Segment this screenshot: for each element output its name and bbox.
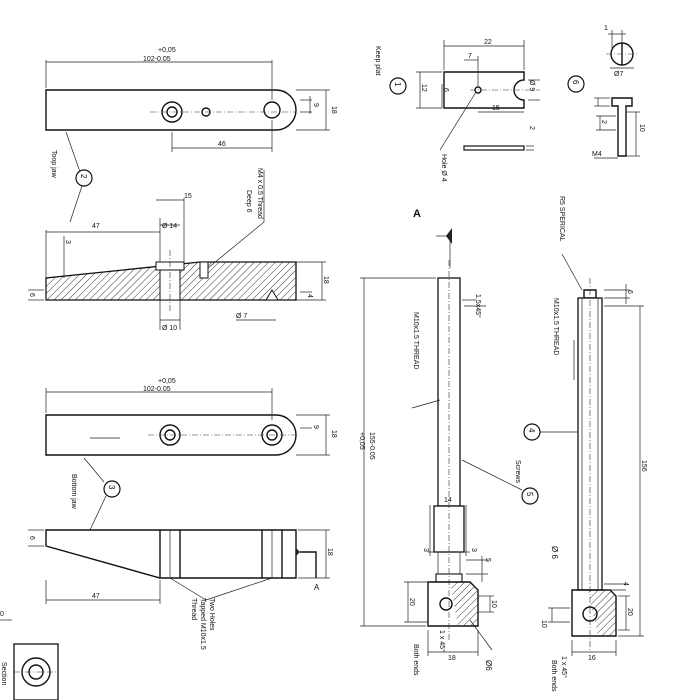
dim-3-screw: 3 xyxy=(422,548,429,552)
top-jaw-label: Toop jaw xyxy=(50,150,57,179)
top-jaw-plan xyxy=(45,60,330,152)
both-ends-a: Both ends xyxy=(412,644,419,676)
dim-10-right: 10 xyxy=(540,620,547,628)
r5-spherical-note: R5 SPERICAL xyxy=(558,196,565,242)
dim-tol-top: +0,05 xyxy=(158,47,176,54)
dim-47-top: 47 xyxy=(92,223,100,230)
corner-zero: 0 xyxy=(0,611,4,618)
two-holes-3: Thread xyxy=(190,598,197,620)
dim-chamfer-1a: 1 x 45° xyxy=(438,630,446,652)
dim-2-pin: 2 xyxy=(600,120,607,124)
pin-part xyxy=(594,30,640,159)
dim-d6-right: Ø 6 xyxy=(550,546,559,559)
balloon-2 xyxy=(75,169,93,187)
dim-2: 2 xyxy=(528,126,535,130)
m10-thread-a: M10x1.5 THREAD xyxy=(412,312,419,369)
dim-length-bottom: 102-0.05 xyxy=(143,386,171,393)
dim-16: 16 xyxy=(588,655,596,662)
dim-15-keep: 15 xyxy=(492,105,500,112)
dim-18-screw: 18 xyxy=(448,655,456,662)
dim-9-bottom: 9 xyxy=(312,425,319,429)
dim-18-bottom: 18 xyxy=(330,430,337,438)
bottom-jaw-side xyxy=(28,529,330,604)
top-jaw-section xyxy=(28,170,326,330)
dim-d14: Ø 14 xyxy=(162,223,177,230)
dim-chamfer-1b: 1 x 45° xyxy=(560,656,568,678)
corner-part xyxy=(0,619,59,700)
m4-label: M4 xyxy=(592,151,602,158)
balloon-4-label: 4 xyxy=(527,428,536,433)
both-ends-b: Both ends xyxy=(550,660,557,692)
dim-18-sec: 18 xyxy=(322,276,329,284)
dim-4-right: 4 xyxy=(622,582,629,586)
dim-20-right: 20 xyxy=(626,608,633,616)
dim-4-sec: 4 xyxy=(306,294,313,298)
m10-thread-b: M10x1.5 THREAD xyxy=(552,298,559,355)
dim-10-pin: 10 xyxy=(638,124,645,132)
screw-4 xyxy=(540,253,644,656)
balloon-1-label: 1 xyxy=(393,82,402,87)
dim-1: 1 xyxy=(604,25,608,32)
dim-d7-pin: Ø7 xyxy=(614,71,623,78)
bottom-jaw-plan xyxy=(45,388,330,456)
dim-15: 15 xyxy=(184,193,192,200)
screws-label: Screws xyxy=(514,460,521,483)
dim-6-right: 6 xyxy=(626,290,633,294)
dim-6-bottom: 6 xyxy=(28,536,35,540)
dim-14: 14 xyxy=(444,497,452,504)
leader-2 xyxy=(65,131,81,173)
dim-155: 155-0.05 xyxy=(368,432,375,460)
dim-6-top: 6 xyxy=(28,293,35,297)
dim-9-top: 9 xyxy=(312,103,319,107)
balloon-1 xyxy=(389,77,407,95)
dim-22: 22 xyxy=(484,39,492,46)
keep-plate xyxy=(416,40,540,151)
section-a-label: A xyxy=(413,208,421,220)
screw-5 xyxy=(360,228,523,656)
dim-d9: Ø 9 xyxy=(528,80,535,91)
dim-12: 12 xyxy=(420,84,427,92)
deep6-note: Deep 6 xyxy=(245,190,252,213)
balloon-6-label: 6 xyxy=(571,80,580,85)
dim-156: 156 xyxy=(640,460,647,472)
dim-tol-155: +0,05 xyxy=(358,432,365,450)
dim-5-screw: 5 xyxy=(484,558,491,562)
dim-7: 7 xyxy=(468,53,472,60)
dim-tol-bottom: +0,05 xyxy=(158,378,176,385)
two-holes-2: Tapped M10x1.5 xyxy=(199,598,206,650)
m4-thread-note: M4 x 0.5 Thread xyxy=(256,168,263,219)
balloon-3 xyxy=(103,480,121,498)
dim-length-top: 102-0.05 xyxy=(143,56,171,63)
dim-18-top: 18 xyxy=(330,106,337,114)
keep-plat-label: Keep plat xyxy=(374,46,381,76)
balloon-5 xyxy=(521,487,539,505)
hole-4-note: Hole Ø 4 xyxy=(440,154,447,182)
balloon-2-label: 2 xyxy=(79,174,88,179)
dim-20-screw: 20 xyxy=(408,598,415,606)
dim-47-bottom: 47 xyxy=(92,593,100,600)
two-holes-1: Two Holes xyxy=(208,598,215,631)
dim-d7: Ø 7 xyxy=(236,313,247,320)
section-arrow-a: A xyxy=(314,583,320,592)
dim-3-top: 3 xyxy=(64,240,71,244)
balloon-5-label: 5 xyxy=(525,492,534,497)
dim-18-side: 18 xyxy=(326,548,333,556)
balloon-6 xyxy=(567,75,585,93)
balloon-4 xyxy=(523,423,541,441)
dim-10-screw: 10 xyxy=(490,600,497,608)
dim-6-keep: 6 xyxy=(442,88,449,92)
bottom-jaw-label: Bottom jaw xyxy=(70,474,77,510)
dim-3b-screw: 3 xyxy=(470,548,477,552)
dim-d10: Ø 10 xyxy=(162,325,177,332)
corner-label: Section xyxy=(0,662,7,685)
balloon-3-label: 3 xyxy=(107,485,116,490)
dim-chamfer-5: 1.5x45° xyxy=(474,294,482,318)
dim-d6-screw: Ø6 xyxy=(484,660,493,671)
dim-46: 46 xyxy=(218,141,226,148)
